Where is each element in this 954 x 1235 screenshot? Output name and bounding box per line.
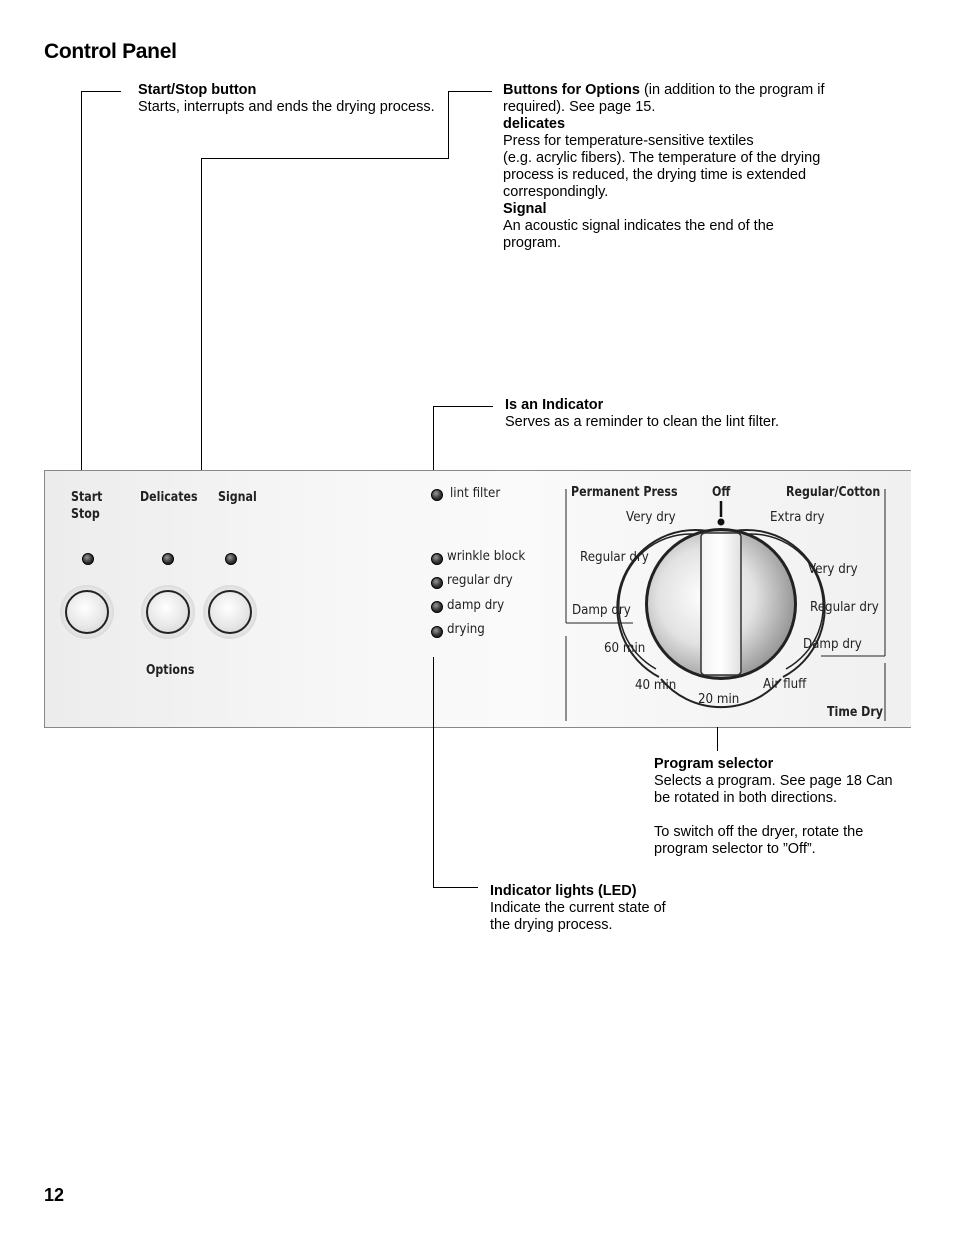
start-led	[82, 553, 94, 565]
options-line2: required). See page 15.	[503, 99, 656, 115]
delicates-line4: correspondingly.	[503, 184, 609, 200]
start-label-line2: Stop	[71, 507, 100, 522]
options-callout: Buttons for Options (in addition to the …	[503, 82, 848, 252]
delicates-button[interactable]	[141, 585, 195, 639]
signal-line1: An acoustic signal indicates the end of …	[503, 218, 774, 234]
leds-callout: Indicator lights (LED) Indicate the curr…	[490, 883, 666, 934]
delicates-heading: delicates	[503, 116, 566, 132]
signal-heading: Signal	[503, 201, 547, 217]
regular-dry-led	[431, 577, 443, 589]
options-heading: Buttons for Options	[503, 82, 640, 98]
lint-filter-led	[431, 489, 443, 501]
dial-rc-damp-dry: Damp dry	[803, 636, 862, 652]
leader-start-h	[81, 91, 121, 92]
leader-program-v	[717, 727, 718, 751]
dial-rc-very-dry: Very dry	[808, 561, 858, 577]
dial-air-fluff: Air fluff	[763, 676, 807, 692]
program-dial-graphic	[565, 489, 886, 721]
start-stop-text: Starts, interrupts and ends the drying p…	[138, 99, 435, 115]
indicator-text: Serves as a reminder to clean the lint f…	[505, 414, 780, 430]
indicator-callout: Is an Indicator Serves as a reminder to …	[505, 397, 779, 431]
program-selector-line2: be rotated in both directions.	[654, 790, 837, 806]
dial-pp-regular-dry: Regular dry	[580, 549, 649, 565]
dial-pp-very-dry: Very dry	[626, 509, 676, 525]
leader-options-h2	[201, 158, 449, 159]
delicates-led	[162, 553, 174, 565]
delicates-line2: (e.g. acrylic fibers). The temperature o…	[503, 150, 821, 166]
signal-button[interactable]	[203, 585, 257, 639]
drying-led	[431, 626, 443, 638]
leader-options-v2	[201, 158, 202, 488]
leader-indicator-h	[433, 406, 493, 407]
program-selector-line4: program selector to ”Off”.	[654, 841, 816, 857]
page-title: Control Panel	[44, 40, 177, 63]
page-number: 12	[44, 1185, 65, 1205]
indicator-heading: Is an Indicator	[505, 397, 604, 413]
wrinkle-block-label: wrinkle block	[447, 548, 526, 564]
program-selector-line3: To switch off the dryer, rotate the	[654, 824, 864, 840]
start-label-line1: Start	[71, 490, 103, 505]
delicates-label: Delicates	[140, 490, 198, 505]
control-panel: Start Stop Delicates Signal Options lint…	[44, 470, 911, 728]
leader-leds-h	[433, 887, 478, 888]
wrinkle-block-led	[431, 553, 443, 565]
dial-20-min: 20 min	[698, 691, 740, 707]
dial-pp-damp-dry: Damp dry	[572, 602, 631, 618]
program-selector-heading: Program selector	[654, 756, 774, 772]
program-selector-callout: Program selector Selects a program. See …	[654, 756, 914, 858]
dial-time-dry: Time Dry	[827, 705, 884, 720]
start-stop-button[interactable]	[60, 585, 114, 639]
signal-line2: program.	[503, 235, 562, 251]
delicates-line1: Press for temperature-sensitive textiles	[503, 133, 754, 149]
dial-permanent-press: Permanent Press	[571, 485, 678, 500]
dial-rc-regular-dry: Regular dry	[810, 599, 879, 615]
drying-label: drying	[447, 621, 485, 637]
signal-label: Signal	[218, 490, 257, 505]
damp-dry-label: damp dry	[447, 597, 505, 613]
leader-start-v	[81, 91, 82, 489]
leader-options-v1	[448, 91, 449, 159]
dial-60-min: 60 min	[604, 640, 646, 656]
leds-heading: Indicator lights (LED)	[490, 883, 637, 899]
dial-off: Off	[712, 485, 731, 500]
start-stop-callout: Start/Stop button Starts, interrupts and…	[138, 82, 435, 116]
dial-regular-cotton: Regular/Cotton	[786, 485, 881, 500]
dial-40-min: 40 min	[635, 677, 677, 693]
leader-options-h1	[448, 91, 492, 92]
leader-indicator-v	[433, 406, 434, 482]
lint-filter-label: lint filter	[450, 485, 501, 501]
delicates-line3: process is reduced, the drying time is e…	[503, 167, 807, 183]
regular-dry-label: regular dry	[447, 572, 513, 588]
dial-rc-extra-dry: Extra dry	[770, 509, 825, 525]
damp-dry-led	[431, 601, 443, 613]
leader-leds-v	[433, 657, 434, 888]
options-heading-suffix: (in addition to the program if	[639, 82, 825, 98]
signal-led	[225, 553, 237, 565]
start-stop-heading: Start/Stop button	[138, 82, 257, 98]
leds-line2: the drying process.	[490, 917, 613, 933]
start-label: Start Stop	[71, 489, 102, 523]
leds-line1: Indicate the current state of	[490, 900, 666, 916]
options-label: Options	[146, 663, 195, 678]
program-selector-line1: Selects a program. See page 18 Can	[654, 773, 893, 789]
